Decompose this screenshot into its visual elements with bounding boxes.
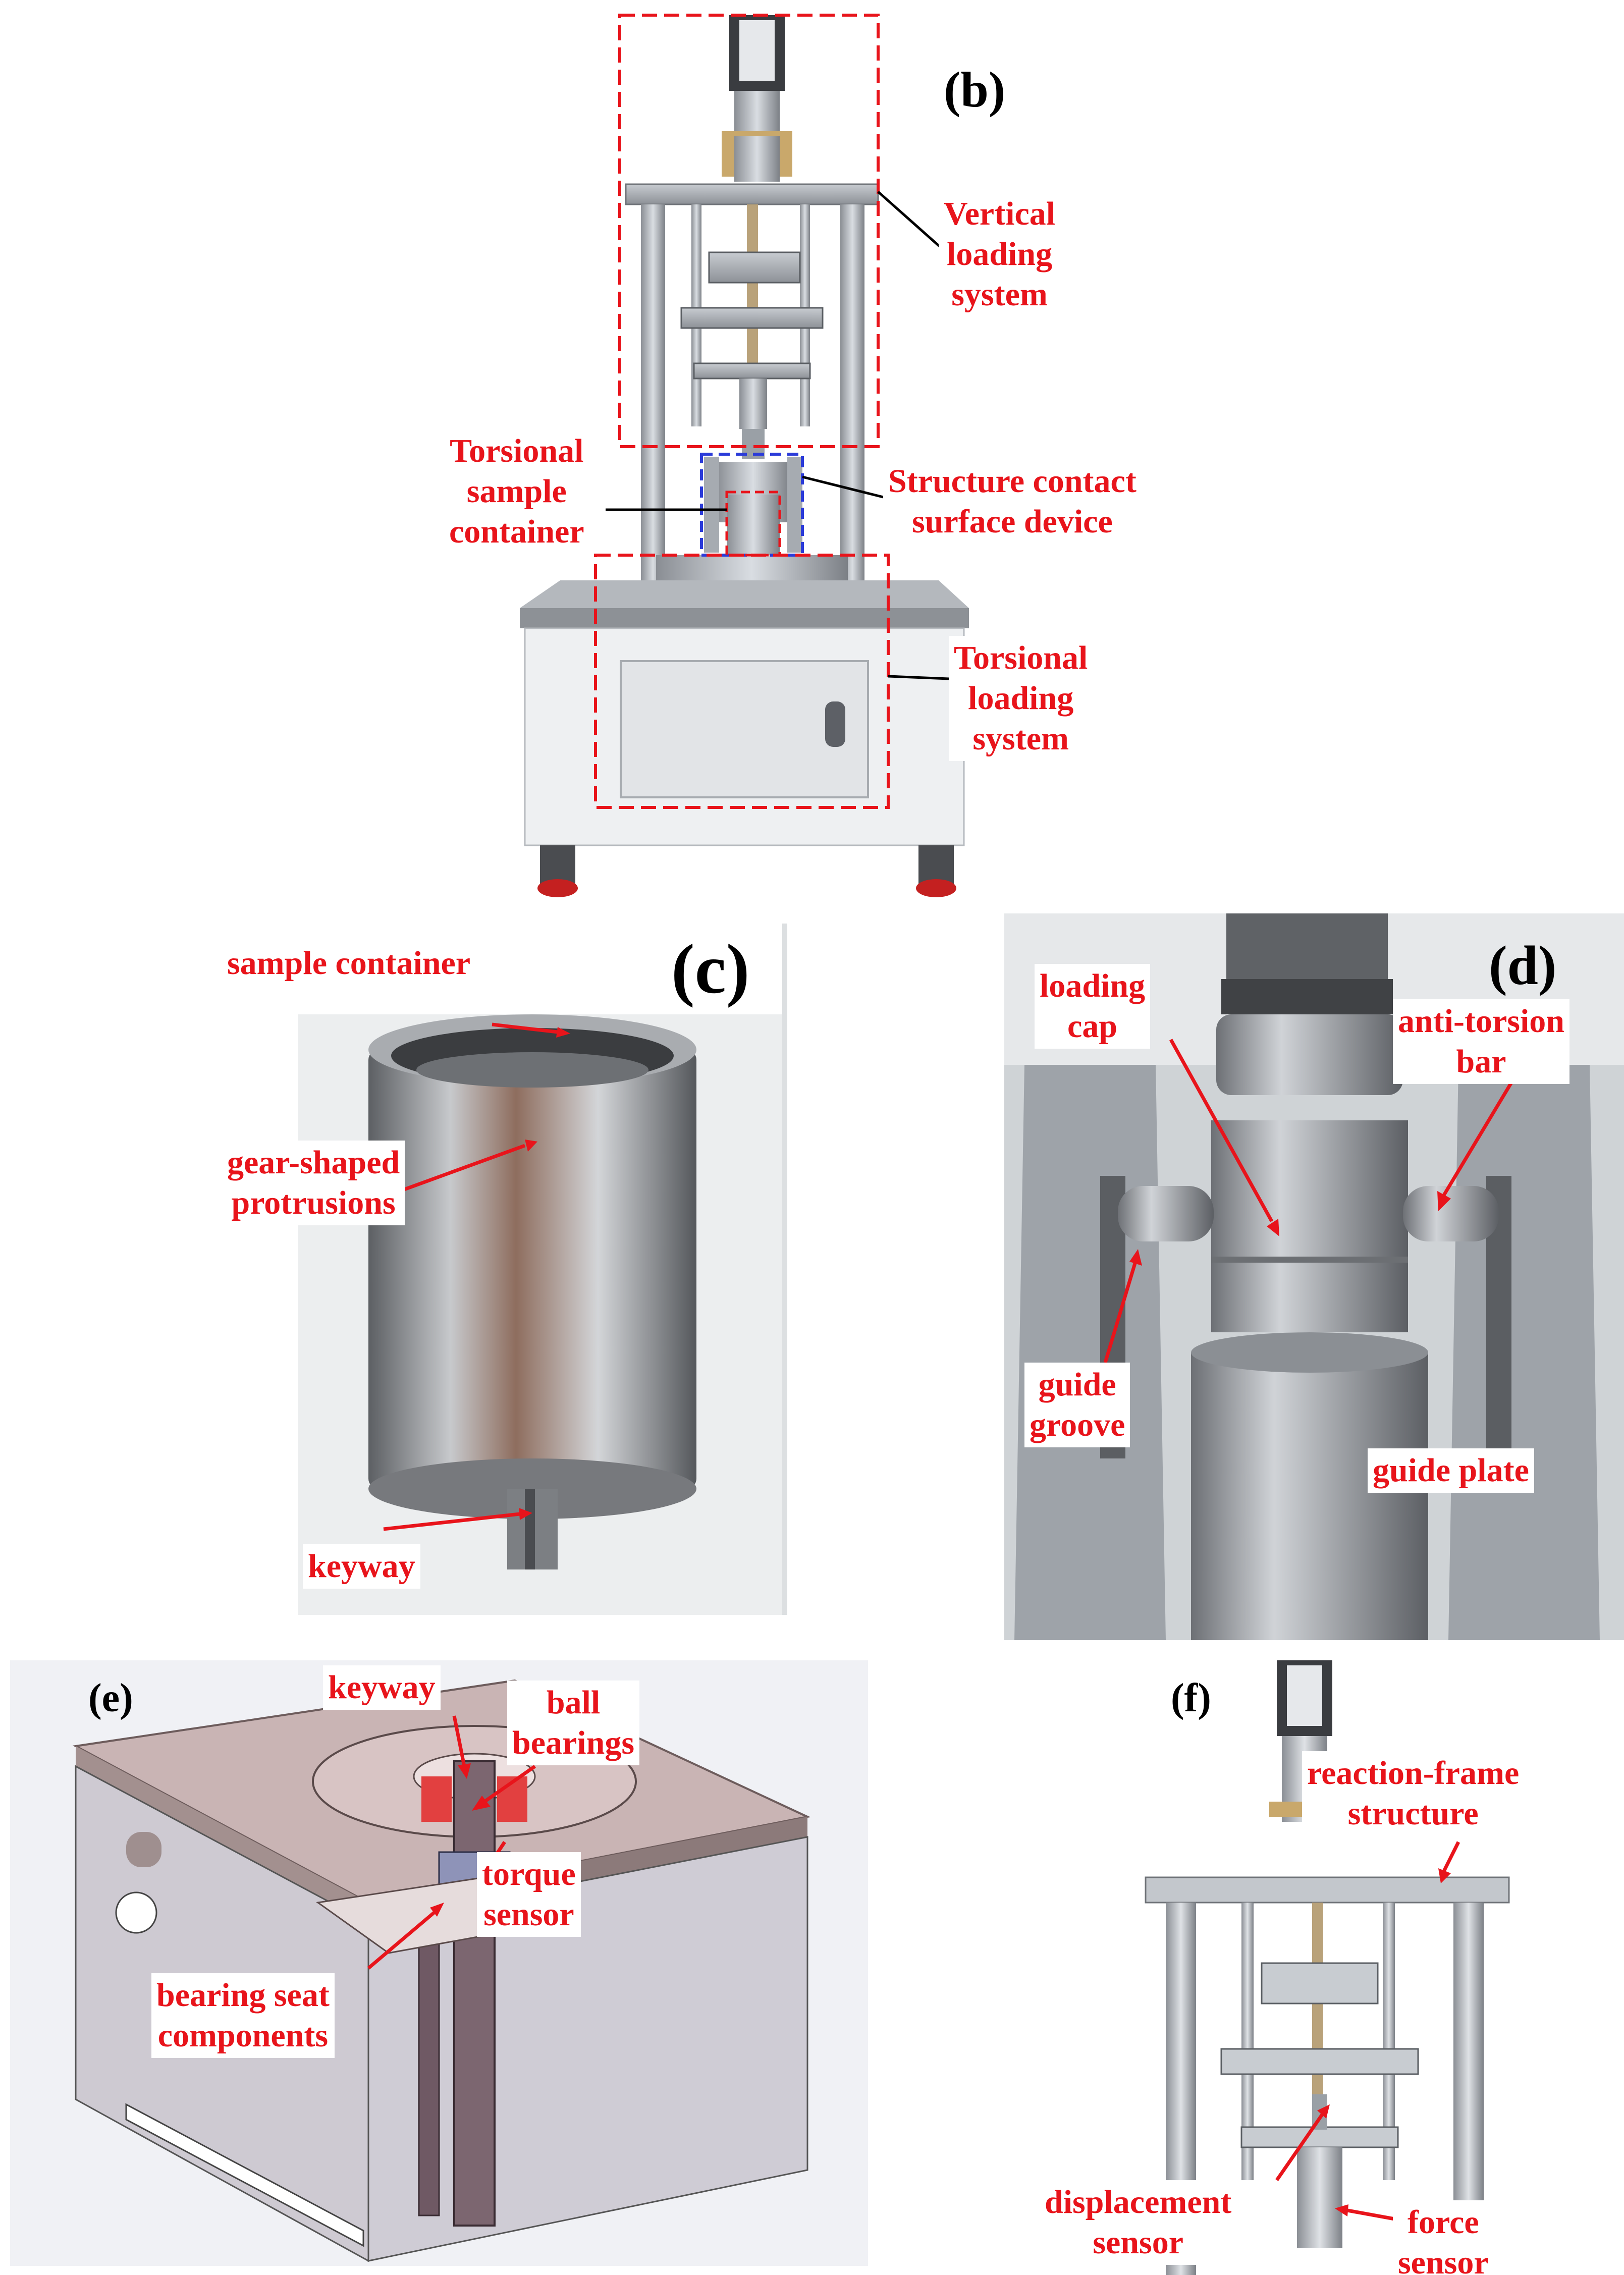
keyway-e-label: keyway: [323, 1665, 441, 1710]
panel-b-letter: (b): [944, 62, 1006, 118]
torsional-sample-container-label: Torsional sample container: [444, 429, 589, 554]
panel-c-letter: (c): [671, 930, 750, 1008]
sample-container-label: sample container: [222, 941, 476, 986]
panel-f-photo: [1145, 1660, 1510, 2275]
panel-e-letter: (e): [88, 1676, 133, 1720]
anti-torsion-bar-label: anti-torsion bar: [1393, 999, 1569, 1084]
torsional-loading-system-label: Torsional loading system: [949, 636, 1093, 761]
keyway-c-label: keyway: [303, 1544, 420, 1589]
panel-b-photo: [520, 14, 969, 897]
vertical-loading-box: [618, 14, 880, 448]
force-sensor-label: force sensor: [1393, 2200, 1494, 2275]
panel-f-letter: (f): [1171, 1676, 1211, 1720]
torsional-loading-box: [594, 554, 890, 809]
panel-b: (b) Vertical loading system Torsional sa…: [0, 0, 1624, 903]
guide-groove-label: guide groove: [1024, 1363, 1130, 1447]
contact-device-box: [700, 453, 804, 557]
torque-sensor-label: torque sensor: [477, 1852, 581, 1937]
panel-c: (c) sample container gear-shaped protrus…: [222, 924, 787, 1615]
panel-e: (e) keyway ball bearings torque sensor b…: [0, 1650, 873, 2275]
panel-e-render: [10, 1660, 868, 2266]
panel-f: (f) reaction-frame structure displacemen…: [1040, 1650, 1624, 2275]
ball-bearings-label: ball bearings: [507, 1681, 640, 1765]
guide-plate-label: guide plate: [1368, 1448, 1534, 1493]
structure-contact-surface-label: Structure contact surface device: [883, 459, 1142, 544]
panel-d: (d) loading cap anti-torsion bar guide g…: [1004, 913, 1624, 1640]
panel-d-letter: (d): [1489, 935, 1557, 996]
gear-shaped-protrusions-label: gear-shaped protrusions: [222, 1141, 405, 1225]
panel-c-photo: [298, 924, 787, 1615]
bearing-seat-components-label: bearing seat components: [151, 1973, 335, 2058]
displacement-sensor-label: displacement sensor: [1040, 2180, 1237, 2265]
loading-cap-label: loading cap: [1035, 964, 1151, 1049]
vertical-loading-label: Vertical loading system: [939, 192, 1061, 317]
reaction-frame-structure-label: reaction-frame structure: [1302, 1751, 1525, 1836]
